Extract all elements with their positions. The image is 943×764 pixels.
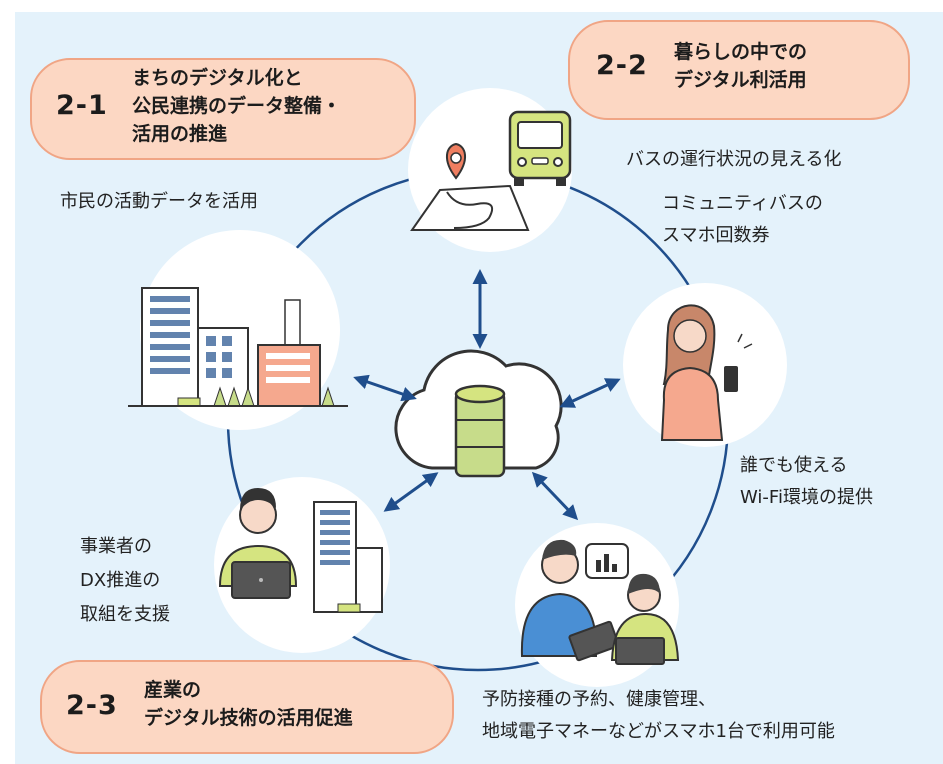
section-title-line: 活用の推進 [132,123,228,145]
arrow-right [559,378,621,408]
label-business-dx: 事業者の DX推進の 取組を支援 [80,530,170,632]
arrow-left [353,374,417,402]
section-number: 2-3 [66,690,118,721]
label-health-money: 予防接種の予約、健康管理、 地域電子マネーなどがスマホ1台で利用可能 [482,684,835,748]
section-pill-2-1: 2-1 まちのデジタル化と 公民連携のデータ整備・ 活用の推進 [30,58,416,160]
section-number: 2-1 [56,90,108,121]
bus-icon [508,110,572,186]
connection-arrows [353,269,621,521]
section-pill-2-2: 2-2 暮らしの中での デジタル利活用 [568,20,910,120]
woman-smartphone-icon [660,304,753,441]
label-line: DX推進の [80,570,161,591]
cloud-database-icon [394,349,563,478]
section-title-line: 産業の [144,679,202,701]
label-line: スマホ回数券 [662,225,770,246]
section-title-line: デジタル技術の活用促進 [144,707,353,729]
label-bus-status: バスの運行状況の見える化 [626,144,841,176]
label-line: コミュニティバスの [662,193,823,214]
label-line: バスの運行状況の見える化 [626,149,842,170]
label-line: 市民の活動データを活用 [60,191,258,212]
label-citizen-data: 市民の活動データを活用 [60,186,258,218]
label-line: 誰でも使える [740,455,848,476]
section-title-line: デジタル利活用 [674,69,807,91]
section-pill-2-3: 2-3 産業の デジタル技術の活用促進 [40,660,454,754]
businessman-laptop-icon [218,488,383,613]
label-line: Wi-Fi環境の提供 [740,487,873,508]
label-community-bus: コミュニティバスの スマホ回数券 [662,188,823,252]
section-title-line: まちのデジタル化と [132,67,303,89]
label-line: 予防接種の予約、健康管理、 [482,689,716,710]
label-wifi: 誰でも使える Wi-Fi環境の提供 [740,450,873,514]
arrow-bottom-right [531,471,579,521]
label-line: 地域電子マネーなどがスマホ1台で利用可能 [482,721,835,742]
arrow-bottom-left [383,472,439,512]
people-tablet-icon [520,539,680,665]
label-line: 取組を支援 [80,604,170,625]
label-line: 事業者の [80,536,152,557]
section-number: 2-2 [596,50,648,81]
map-pin-icon [410,142,530,231]
section-title-line: 公民連携のデータ整備・ [132,95,342,117]
city-buildings-icon [128,287,348,407]
section-title-line: 暮らしの中での [674,41,808,63]
